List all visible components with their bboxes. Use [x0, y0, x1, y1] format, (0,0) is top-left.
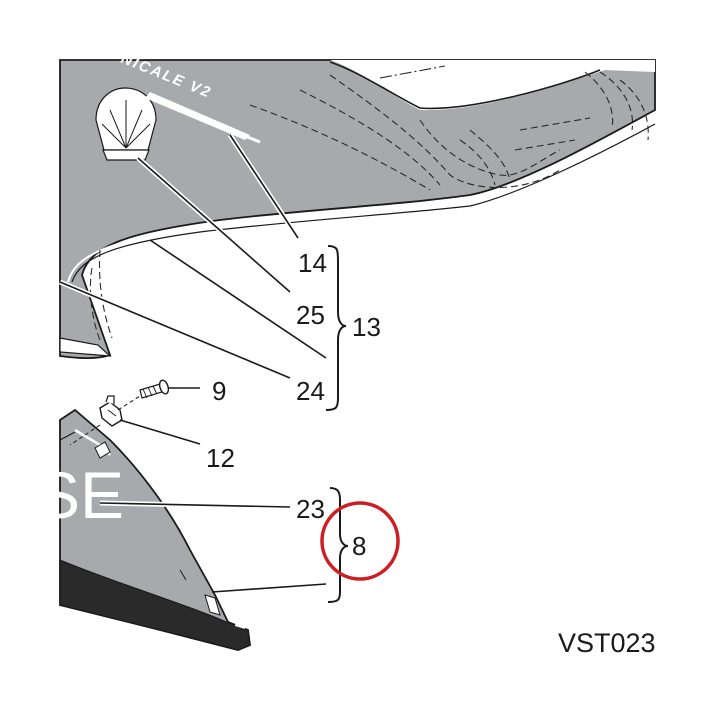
callout-9: 9: [212, 376, 226, 406]
lower-side-panel: [59, 408, 251, 651]
brace-13: [325, 245, 347, 411]
hidden-lines: [89, 65, 649, 341]
callout-23: 23: [296, 494, 325, 524]
shell-logo-decal: [95, 87, 157, 161]
callout-13: 13: [352, 312, 381, 342]
callout-12: 12: [206, 443, 235, 473]
callout-24: 24: [296, 376, 325, 406]
side-decal-text: SE: [36, 458, 124, 532]
leader-lines: [59, 133, 327, 593]
drawing-code: VST023: [558, 628, 656, 658]
model-decal-stripe: [145, 92, 261, 144]
bolt-part: [139, 379, 170, 399]
brace-8: [327, 487, 349, 603]
callout-25: 25: [296, 300, 325, 330]
highlight-circle: [320, 501, 400, 581]
upper-fairing-inner: [300, 60, 655, 111]
callout-8: 8: [352, 531, 366, 561]
grommet-part: [99, 395, 123, 427]
callout-14: 14: [298, 248, 327, 278]
